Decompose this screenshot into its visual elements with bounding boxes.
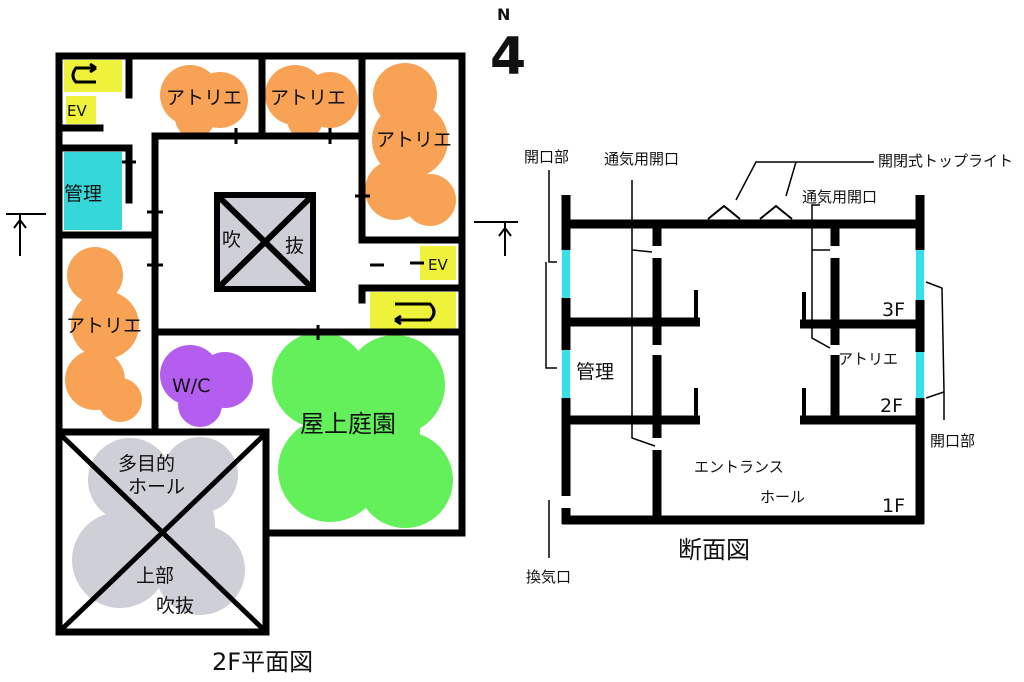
section-kanri-label: 管理	[576, 361, 614, 383]
section-kaikoubu-left-label: 開口部	[524, 148, 569, 166]
section-tsuuki-left-label: 通気用開口	[604, 150, 679, 168]
section-title: 断面図	[678, 536, 750, 564]
plan-fukinuke-b-label: 抜	[285, 235, 304, 257]
plan-upper-line2-label: 吹抜	[156, 595, 194, 617]
section-kanki-label: 換気口	[526, 568, 571, 586]
plan-door-ticks	[122, 128, 424, 340]
section-entrance-line2-label: ホール	[760, 488, 805, 506]
garden-blob	[272, 332, 453, 528]
plan-fukinuke-a-label: 吹	[222, 229, 241, 251]
section-drawing: 開口部 通気用開口 開閉式トップライト 通気用開口 管理 アトリエ エントランス…	[524, 148, 1013, 586]
section-cut-marker-left	[6, 213, 46, 256]
ev-right-fill	[420, 246, 456, 280]
section-walls	[561, 195, 925, 525]
fukinuke-x	[214, 192, 316, 292]
kanri-fill	[64, 152, 122, 230]
plan-atelier-4-label: アトリエ	[66, 315, 142, 337]
plan-hall-line1-label: 多目的	[118, 453, 175, 475]
plan-walls	[55, 52, 466, 636]
plan-atelier-3-label: アトリエ	[376, 129, 452, 151]
toplight-icons	[707, 204, 793, 220]
section-toplight-label: 開閉式トップライト	[878, 152, 1013, 170]
north-number: 4	[490, 27, 526, 87]
stair-arrow-top-icon	[71, 62, 97, 84]
wc-blob	[160, 345, 253, 427]
north-arrow: N 4	[490, 5, 526, 87]
plan-hall-line2-label: ホール	[128, 476, 185, 498]
section-floor1-label: 1F	[882, 495, 905, 517]
section-leaders	[545, 161, 945, 558]
atelier-blob-1	[160, 65, 248, 138]
plan-roof-garden-label: 屋上庭園	[300, 410, 396, 438]
floor-plan-2f: アトリエ アトリエ アトリエ アトリエ EV EV 管理 吹 抜 W/C 屋上庭…	[6, 52, 518, 676]
ev-small-fill	[66, 96, 96, 124]
plan-wc-label: W/C	[172, 375, 210, 397]
section-door-stubs	[694, 290, 806, 416]
section-entrance-line1-label: エントランス	[694, 458, 784, 476]
section-kaikoubu-right-label: 開口部	[930, 432, 975, 450]
plan-title: 2F平面図	[212, 648, 313, 676]
north-label: N	[497, 5, 510, 24]
section-atelier-label: アトリエ	[838, 350, 898, 368]
atelier-blob-2	[265, 65, 358, 138]
stair-right-fill	[370, 292, 456, 332]
section-tsuuki-right-label: 通気用開口	[802, 188, 877, 206]
hall-void-x	[60, 434, 265, 631]
section-windows	[562, 250, 924, 398]
plan-ev-1-label: EV	[67, 102, 87, 120]
plan-atelier-2-label: アトリエ	[270, 87, 346, 109]
section-floor3-label: 3F	[882, 299, 905, 321]
section-cut-marker-right	[474, 221, 518, 256]
section-floor2-label: 2F	[880, 395, 903, 417]
atelier-blob-4	[65, 247, 142, 422]
plan-upper-line1-label: 上部	[136, 565, 174, 587]
stair-arrow-right-icon	[394, 302, 436, 326]
plan-ev-2-label: EV	[428, 256, 448, 274]
plan-kanri-label: 管理	[64, 183, 102, 205]
atelier-blob-3	[365, 63, 456, 226]
plan-atelier-1-label: アトリエ	[166, 87, 242, 109]
